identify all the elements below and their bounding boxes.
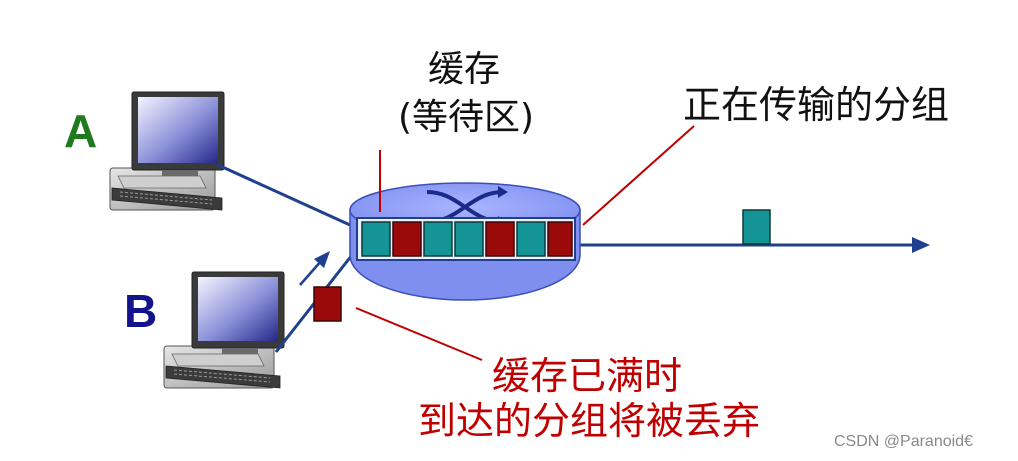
computer-a-icon xyxy=(109,91,225,211)
drop-label-line2: 到达的分组将被丢弃 xyxy=(418,399,761,443)
buffer-packet xyxy=(516,221,546,257)
transmitting-packet xyxy=(742,209,771,245)
host-b-label: B xyxy=(124,285,158,337)
buffer-packet xyxy=(392,221,422,257)
buffer-queue xyxy=(361,221,573,257)
drop-callout-line xyxy=(355,307,483,361)
buffer-packet xyxy=(547,221,573,257)
drop-label-line1: 缓存已满时 xyxy=(492,354,683,398)
arrow-icon xyxy=(299,251,330,286)
link-a-to-router xyxy=(217,163,351,227)
buffer-packet xyxy=(485,221,515,257)
host-a-label: A xyxy=(64,105,98,157)
buffer-sublabel: (等待区) xyxy=(398,97,535,138)
dropped-packet xyxy=(313,286,342,322)
computer-b-icon xyxy=(163,271,285,389)
buffer-label: 缓存 xyxy=(428,49,501,90)
buffer-packet xyxy=(361,221,391,257)
transmitting-packet-label: 正在传输的分组 xyxy=(683,83,950,127)
buffer-packet xyxy=(454,221,484,257)
watermark: CSDN @Paranoid€ xyxy=(834,433,973,450)
transmit-callout-line xyxy=(582,125,695,226)
output-arrowhead-icon xyxy=(912,237,930,253)
buffer-packet xyxy=(423,221,453,257)
